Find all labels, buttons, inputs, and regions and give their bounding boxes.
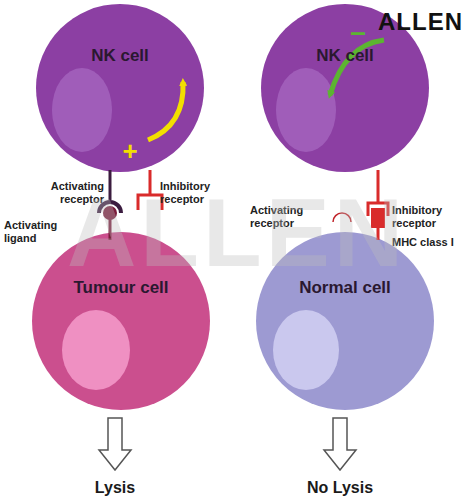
- activating-ligand: [103, 206, 117, 220]
- tumour-cell: Tumour cell: [32, 232, 210, 410]
- inhibitory-receptor: [368, 170, 388, 216]
- outcome-label: No Lysis: [290, 479, 390, 497]
- part-label: MHC class I: [392, 236, 472, 249]
- outcome-label: Lysis: [65, 479, 165, 497]
- normal-cell: Normal cell: [256, 232, 434, 410]
- cell-name: NK cell: [261, 46, 429, 66]
- cell-name: Normal cell: [256, 278, 434, 298]
- part-label: Activating receptor: [30, 180, 104, 206]
- cell-name: NK cell: [36, 46, 204, 66]
- outcome-arrow: [99, 418, 131, 470]
- nk-cell: NK cell: [36, 4, 204, 172]
- cell-name: Tumour cell: [32, 278, 210, 298]
- outcome-arrow: [324, 418, 356, 470]
- sign-symbol: –: [346, 16, 370, 48]
- part-label: Inhibitory receptor: [160, 180, 234, 206]
- part-label: Activating ligand: [4, 219, 74, 245]
- brand-logo: ALLEN: [378, 8, 468, 36]
- mhc-molecule: [371, 208, 385, 228]
- inhibitory-receptor: [138, 170, 162, 210]
- sign-symbol: +: [118, 136, 142, 166]
- receptor-stem: [109, 170, 112, 200]
- activating-receptor: [333, 213, 351, 222]
- part-label: Inhibitory receptor: [392, 204, 468, 230]
- part-label: Activating receptor: [250, 204, 324, 230]
